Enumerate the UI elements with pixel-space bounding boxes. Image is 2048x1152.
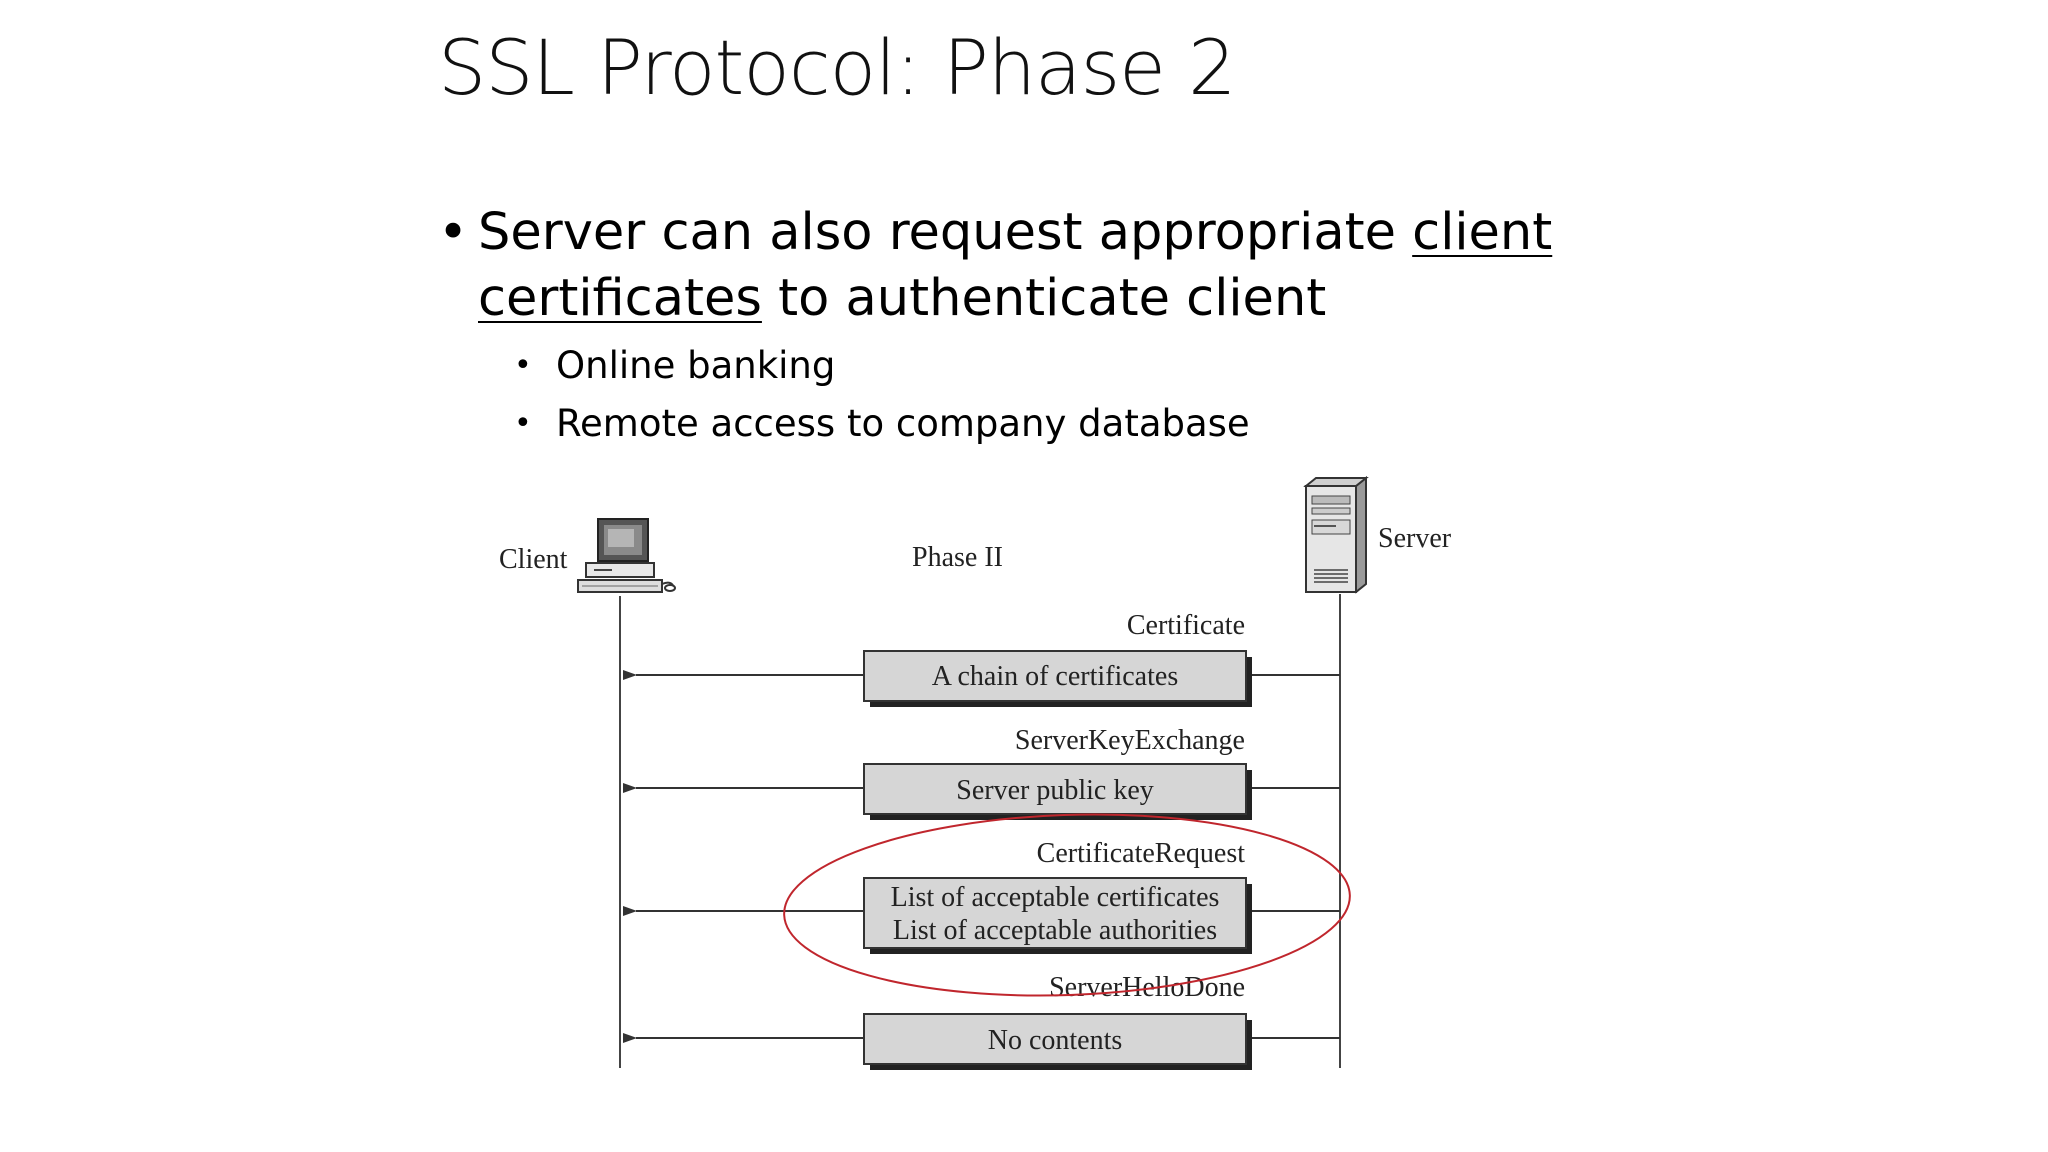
message-box	[863, 763, 1247, 815]
sub-bullet: • Online banking	[514, 342, 835, 390]
message-content-line-1: List of acceptable certificates	[891, 882, 1220, 913]
message-certificate: Certificate A chain of certificates	[623, 610, 1340, 707]
highlight-ellipse	[783, 813, 1351, 997]
sub-bullet-dot: •	[514, 406, 532, 441]
phase-label: Phase II	[912, 542, 1003, 573]
message-content: Server public key	[956, 775, 1154, 806]
client-certificates-link: client certificates	[478, 203, 1553, 328]
main-bullet-text: Server can also request appropriate clie…	[478, 200, 1838, 332]
sub-bullet-text: Remote access to company database	[556, 402, 1250, 445]
sub-bullet: • Remote access to company database	[514, 400, 1250, 448]
bullet-suffix: to authenticate client	[761, 269, 1327, 328]
client-label: Client	[499, 544, 568, 575]
message-certificate-request: CertificateRequest List of acceptable ce…	[623, 838, 1340, 954]
client-computer-icon	[577, 518, 676, 593]
message-content: No contents	[988, 1025, 1123, 1056]
message-name: ServerKeyExchange	[1015, 725, 1245, 756]
message-content-line-2: List of acceptable authorities	[893, 915, 1217, 946]
bullet-dot: •	[438, 203, 469, 262]
message-server-hello-done: ServerHelloDone No contents	[623, 972, 1340, 1070]
server-tower-icon	[1303, 475, 1369, 594]
main-bullet: • Server can also request appropriate cl…	[438, 200, 1838, 332]
message-name: Certificate	[1127, 610, 1245, 641]
message-name: CertificateRequest	[1037, 838, 1246, 869]
sub-bullet-dot: •	[514, 348, 532, 383]
message-box	[863, 877, 1247, 949]
message-box	[863, 650, 1247, 702]
bullet-prefix: Server can also request appropriate	[478, 203, 1413, 262]
message-content: A chain of certificates	[932, 661, 1178, 692]
message-server-key-exchange: ServerKeyExchange Server public key	[623, 725, 1340, 820]
server-label: Server	[1378, 523, 1452, 554]
sub-bullet-text: Online banking	[556, 344, 836, 387]
message-box	[863, 1013, 1247, 1065]
slide-title: SSL Protocol: Phase 2	[438, 23, 1236, 112]
